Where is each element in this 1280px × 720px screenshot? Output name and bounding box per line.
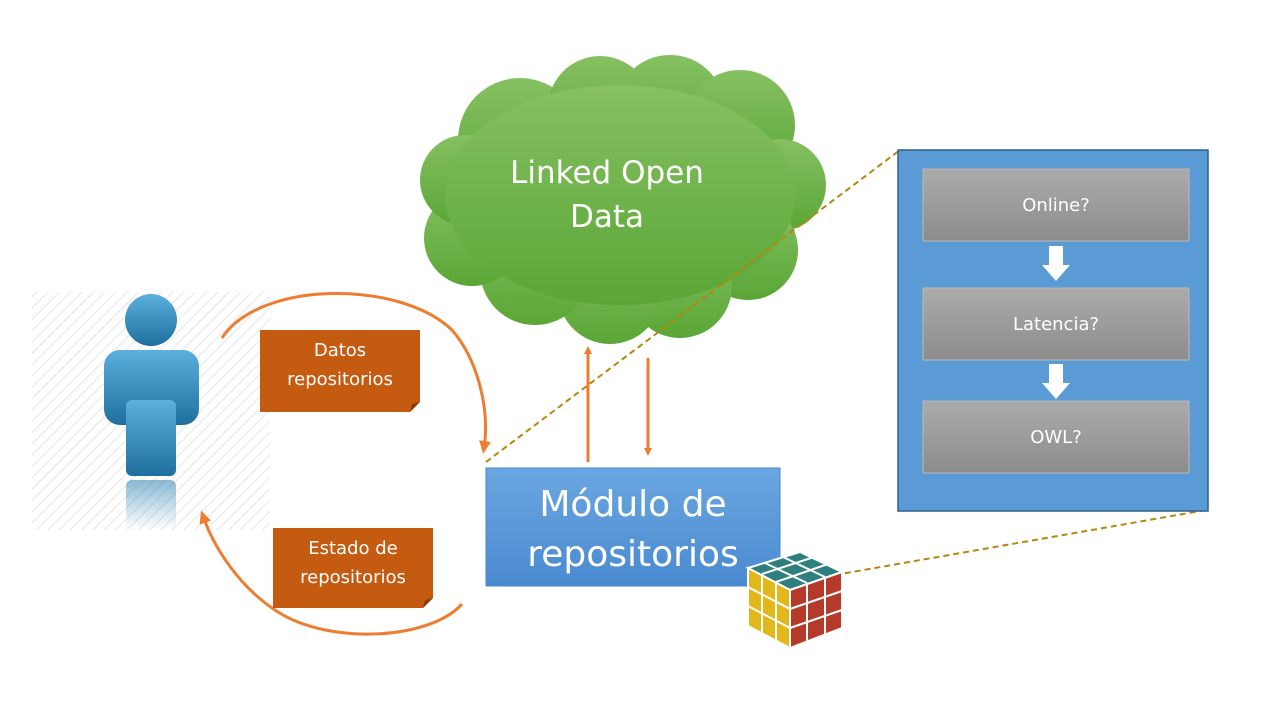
person-icon	[104, 294, 199, 530]
cloud-title-line2: Data	[570, 199, 644, 235]
step-online: Online?	[922, 168, 1190, 242]
note-datos-line1: Datos	[314, 340, 366, 361]
step-owl: OWL?	[922, 400, 1190, 474]
step-owl-label: OWL?	[1030, 427, 1082, 448]
arrow-estado-to-person	[199, 510, 464, 636]
detail-panel: Online? Latencia? OWL?	[897, 149, 1209, 512]
person-area	[32, 292, 270, 530]
zoom-lines	[485, 149, 1207, 576]
arrow-datos-to-module	[220, 291, 492, 454]
step-latencia-label: Latencia?	[1013, 314, 1099, 335]
step-arrow-2	[1042, 364, 1070, 399]
note-estado-repositorios: Estado de repositorios	[273, 528, 433, 608]
cloud-title-line1: Linked Open	[510, 155, 704, 191]
note-estado-line2: repositorios	[300, 567, 406, 588]
rubiks-cube-icon	[745, 550, 845, 650]
step-arrow-1	[1042, 246, 1070, 281]
modulo-de-repositorios-box: Módulo de repositorios	[485, 467, 781, 587]
note-datos-repositorios: Datos repositorios	[260, 330, 420, 412]
note-datos-line2: repositorios	[287, 369, 393, 390]
linked-open-data-cloud: Linked Open Data	[420, 55, 826, 344]
module-title-line2: repositorios	[527, 534, 739, 575]
note-estado-line1: Estado de	[308, 538, 398, 559]
step-online-label: Online?	[1022, 195, 1090, 216]
cloud-module-arrows	[584, 346, 652, 462]
module-title-line1: Módulo de	[539, 484, 726, 525]
step-latencia: Latencia?	[922, 287, 1190, 361]
flow-arrows	[199, 291, 492, 636]
